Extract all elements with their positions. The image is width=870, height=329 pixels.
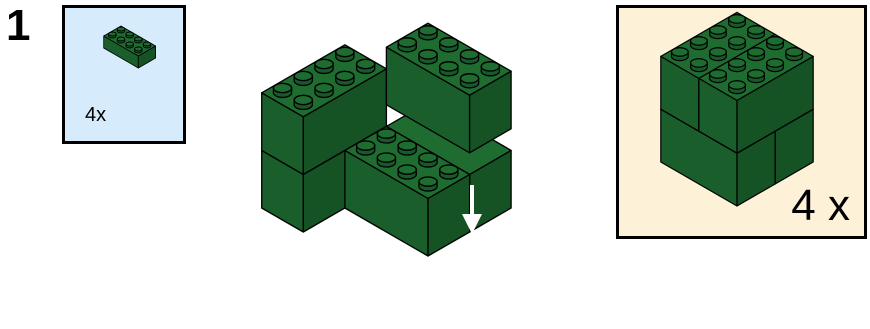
stud <box>376 128 397 144</box>
stud <box>689 36 708 51</box>
stud <box>766 58 785 73</box>
stud <box>116 36 126 44</box>
stud <box>335 46 355 63</box>
stud <box>116 26 126 34</box>
stud <box>108 31 117 39</box>
brick <box>698 33 814 154</box>
stud <box>439 61 459 77</box>
stud <box>728 14 746 29</box>
brick <box>261 44 388 176</box>
down-arrow-icon <box>462 185 482 234</box>
stud <box>125 41 134 49</box>
stud <box>670 47 689 62</box>
stud <box>272 82 293 99</box>
stud <box>459 49 480 65</box>
stud <box>397 37 417 53</box>
step-number: 1 <box>6 1 31 50</box>
stud <box>439 37 459 53</box>
subassembly-quantity-label: 4 x <box>791 181 850 230</box>
stud <box>293 94 314 111</box>
stud <box>355 140 376 156</box>
subassembly-callout: 4 x <box>616 5 867 239</box>
stud <box>418 25 438 41</box>
stud <box>747 25 765 40</box>
stud <box>418 49 438 65</box>
stud <box>418 176 438 192</box>
stud <box>125 31 134 39</box>
stud <box>747 47 765 62</box>
stud <box>355 58 376 75</box>
stud <box>728 58 746 73</box>
part-quantity-label: 4x <box>85 104 107 126</box>
stud <box>709 25 727 40</box>
stud <box>418 152 438 168</box>
stud <box>689 58 708 73</box>
stud <box>459 73 480 89</box>
brick <box>344 125 471 257</box>
parts-list-callout: 4x <box>62 5 186 144</box>
stud <box>766 36 785 51</box>
stud <box>314 58 334 75</box>
stud <box>376 152 397 168</box>
stud <box>747 69 765 84</box>
stud <box>397 140 417 156</box>
stud <box>134 46 143 54</box>
stud <box>709 69 727 84</box>
stud <box>709 47 727 62</box>
stud <box>728 36 746 51</box>
brick-2x4-part-image <box>103 25 156 69</box>
stud <box>728 80 746 95</box>
stud <box>293 70 314 87</box>
stud <box>335 70 355 87</box>
stud <box>439 164 459 180</box>
brick <box>103 25 156 69</box>
stud <box>397 164 417 180</box>
stud <box>480 61 501 77</box>
brick <box>385 22 512 154</box>
stud <box>142 41 152 49</box>
stud <box>785 47 804 62</box>
subassembly-block-image <box>660 11 814 207</box>
stud <box>134 36 143 44</box>
stud <box>314 82 334 99</box>
